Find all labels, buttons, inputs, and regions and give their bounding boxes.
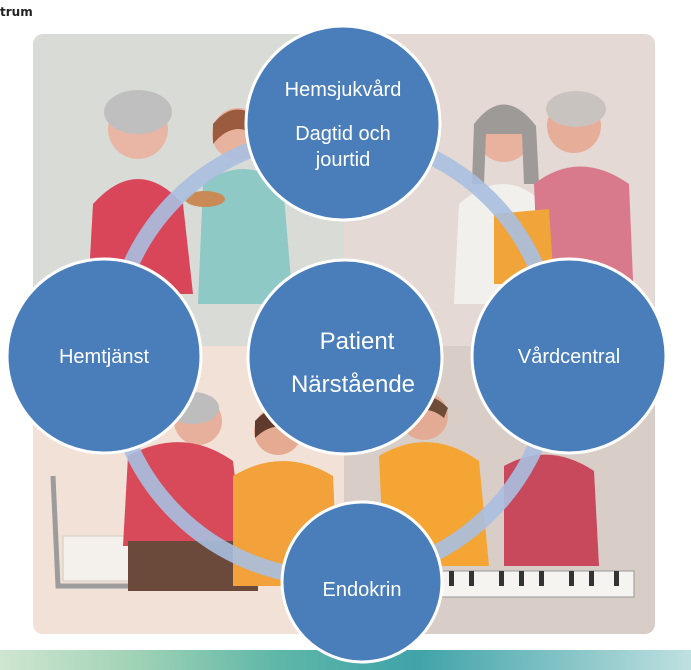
node-vardcentral[interactable]: Vårdcentral — [470, 257, 668, 455]
node-hemtjanst[interactable]: Hemtjänst — [5, 257, 203, 455]
node-hemsjukvard-line3: jourtid — [315, 149, 370, 171]
brand-logo-text: trum — [0, 5, 33, 19]
node-hemtjanst-label: Hemtjänst — [59, 346, 149, 368]
node-hemsjukvard[interactable]: Hemsjukvård Dagtid och jourtid — [244, 24, 442, 222]
node-patient-line2: Närstående — [291, 371, 415, 398]
node-endokrin-label: Endokrin — [323, 579, 402, 601]
node-patient-center[interactable]: Patient Närstående — [246, 258, 444, 456]
node-endokrin[interactable]: Endokrin — [280, 500, 444, 664]
node-patient-line1: Patient — [320, 328, 395, 355]
node-hemsjukvard-line2: Dagtid och — [295, 123, 391, 145]
node-hemsjukvard-title: Hemsjukvård — [285, 79, 402, 101]
node-vardcentral-label: Vårdcentral — [518, 346, 620, 368]
